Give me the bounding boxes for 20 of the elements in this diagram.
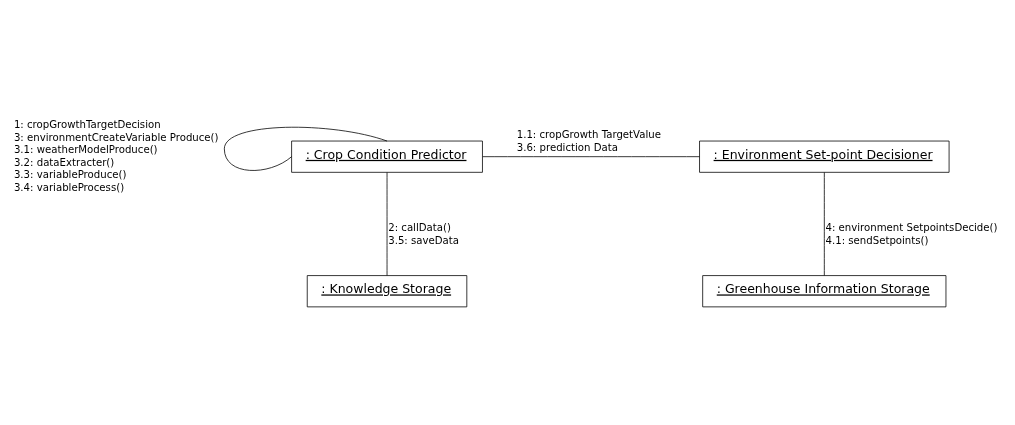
connector	[386, 171, 388, 276]
label: 3.4: variableProcess()	[13, 181, 125, 193]
label: 3.6: prediction Data	[516, 141, 618, 153]
label: 1: cropGrowthTargetDecision	[13, 118, 161, 130]
label: 4: environment SetpointsDecide()	[825, 221, 998, 233]
label: 3.5: saveData	[388, 234, 460, 246]
label: 1.1: cropGrowth TargetValue	[516, 128, 661, 140]
node-box: : Greenhouse Information Storage	[702, 274, 947, 307]
connector	[482, 155, 700, 157]
node-box: : Environment Set-point Decisioner	[699, 140, 950, 173]
connector	[823, 171, 825, 276]
label: 3.3: variableProduce()	[13, 168, 127, 180]
connector	[223, 126, 388, 171]
node-box: : Knowledge Storage	[306, 274, 468, 307]
label: 3: environmentCreateVariable Produce()	[13, 131, 219, 143]
node-box: : Crop Condition Predictor	[291, 140, 483, 173]
label: 2: callData()	[388, 221, 451, 233]
label: 3.2: dataExtracter()	[13, 156, 115, 168]
label: 3.1: weatherModelProduce()	[13, 143, 158, 155]
label: 4.1: sendSetpoints()	[825, 234, 929, 246]
